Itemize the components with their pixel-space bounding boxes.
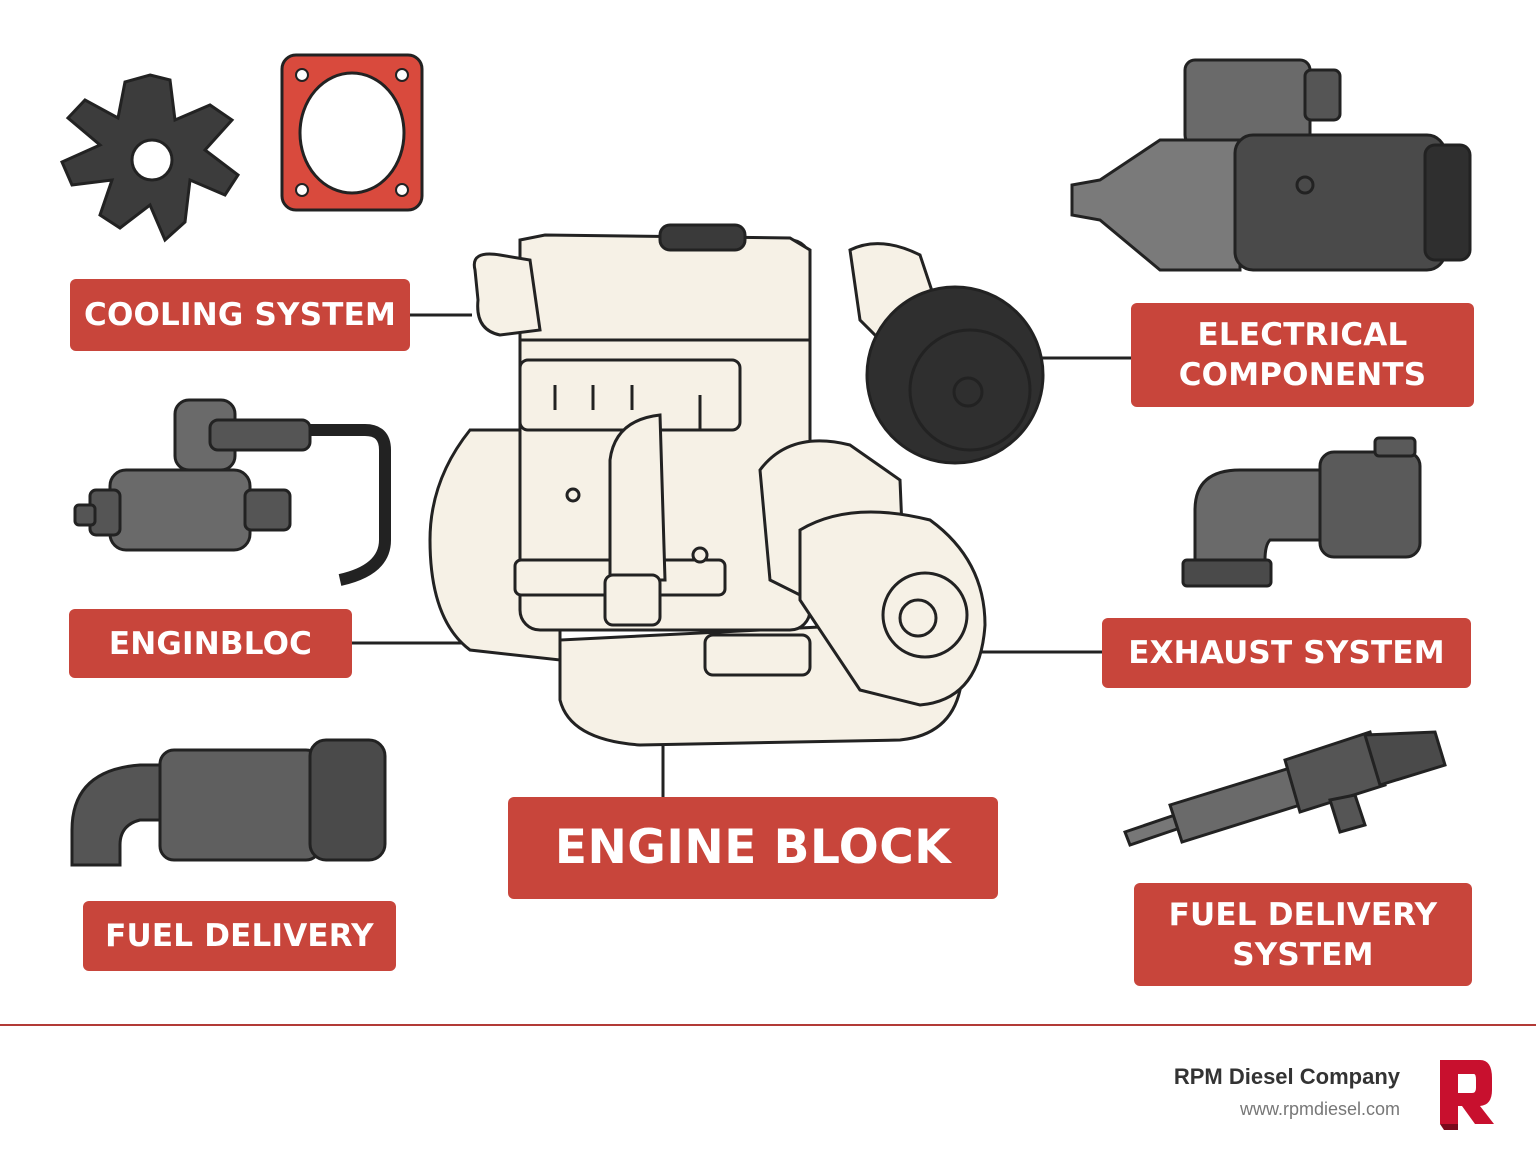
- label-fuel-delivery-system-line-2: SYSTEM: [1232, 936, 1374, 973]
- exhaust-elbow-icon: [1181, 436, 1422, 588]
- thermostat-sensor-icon: [73, 398, 391, 586]
- label-enginbloc-text: ENGINBLOC: [108, 625, 313, 662]
- label-exhaust-system: EXHAUST SYSTEM: [1102, 618, 1471, 688]
- footer-divider: [0, 1024, 1536, 1026]
- fuel-filter-icon: [70, 738, 387, 867]
- engine-icon: [428, 223, 1045, 747]
- label-electrical-line-1: ELECTRICAL: [1197, 317, 1408, 353]
- label-fuel-delivery-text: FUEL DELIVERY: [105, 918, 374, 954]
- label-fuel-delivery-system-line-1: FUEL DELIVERY: [1168, 896, 1438, 933]
- connector-lines: [352, 313, 1132, 797]
- label-electrical-components: ELECTRICAL COMPONENTS: [1131, 303, 1474, 407]
- label-cooling-system: COOLING SYSTEM: [70, 279, 410, 351]
- company-name: RPM Diesel Company: [1173, 1064, 1400, 1089]
- company-logo: [1440, 1060, 1494, 1130]
- impeller-icon: [60, 73, 241, 243]
- label-enginbloc: ENGINBLOC: [69, 609, 352, 678]
- label-fuel-delivery-system: FUEL DELIVERY SYSTEM: [1134, 883, 1472, 986]
- label-exhaust-system-text: EXHAUST SYSTEM: [1128, 635, 1445, 671]
- label-engine-block-text: ENGINE BLOCK: [554, 820, 952, 875]
- label-engine-block: ENGINE BLOCK: [508, 797, 998, 899]
- label-cooling-system-text: COOLING SYSTEM: [84, 297, 396, 333]
- gasket-icon: [280, 53, 424, 212]
- label-fuel-delivery: FUEL DELIVERY: [83, 901, 396, 971]
- starter-motor-icon: [1070, 58, 1472, 272]
- company-url: www.rpmdiesel.com: [1239, 1099, 1400, 1119]
- label-electrical-line-2: COMPONENTS: [1178, 357, 1427, 393]
- fuel-injector-icon: [1123, 730, 1447, 847]
